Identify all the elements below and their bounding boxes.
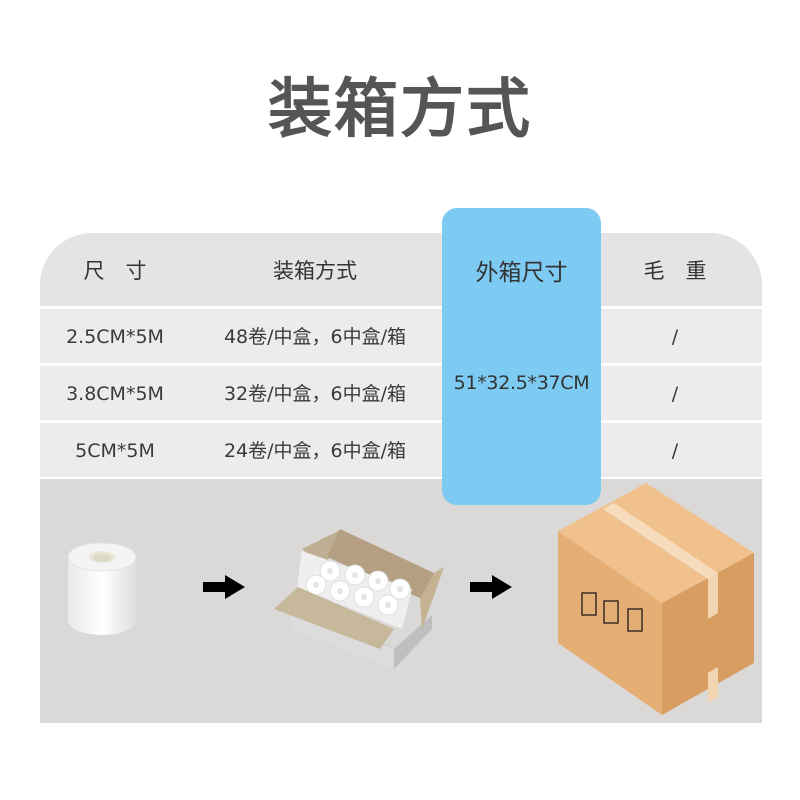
header-size: 尺 寸 <box>83 259 147 283</box>
table-row: 3.8CM*5M 32卷/中盒，6中盒/箱 / <box>40 366 762 420</box>
header-gross-weight: 毛 重 <box>643 259 707 283</box>
outer-box-size-value: 51*32.5*37CM <box>453 372 590 394</box>
arrow-right-icon <box>203 575 247 599</box>
header-packing: 装箱方式 <box>273 259 357 283</box>
tape-roll-image <box>67 542 137 635</box>
table-header-row: 尺 寸 装箱方式 毛 重 <box>40 233 762 306</box>
cell-size: 2.5CM*5M <box>66 326 164 348</box>
sealed-carton-image <box>558 483 754 715</box>
cell-gross-weight: / <box>671 440 679 462</box>
outer-box-size-column: 外箱尺寸 51*32.5*37CM <box>442 208 601 505</box>
header-outer-box: 外箱尺寸 <box>475 260 568 286</box>
cell-packing: 48卷/中盒，6中盒/箱 <box>223 326 407 348</box>
cell-size: 3.8CM*5M <box>66 383 164 405</box>
cell-packing: 32卷/中盒，6中盒/箱 <box>223 383 407 405</box>
page-title: 装箱方式 <box>268 73 532 147</box>
cell-gross-weight: / <box>671 326 679 348</box>
table-row: 2.5CM*5M 48卷/中盒，6中盒/箱 / <box>40 309 762 363</box>
arrow-right-icon <box>470 575 514 599</box>
table-row: 5CM*5M 24卷/中盒，6中盒/箱 / <box>40 423 762 477</box>
packing-process-illustration <box>40 479 762 723</box>
cell-gross-weight: / <box>671 383 679 405</box>
cell-packing: 24卷/中盒，6中盒/箱 <box>223 440 407 462</box>
open-box-with-rolls-image <box>274 529 444 669</box>
cell-size: 5CM*5M <box>75 440 155 462</box>
